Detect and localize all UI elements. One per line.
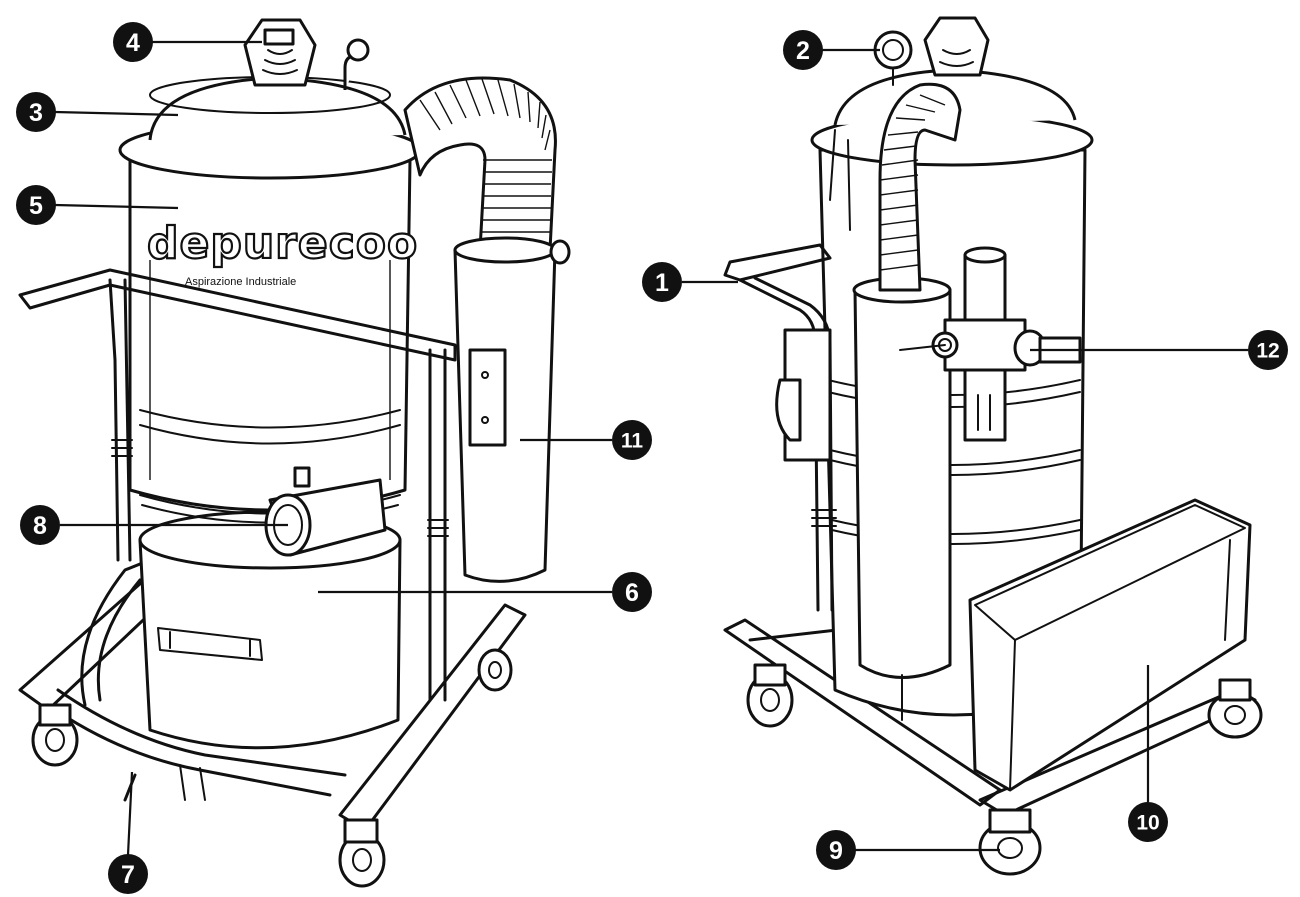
leader-5 <box>54 203 179 210</box>
callouts: 4 3 5 8 7 6 11 2 1 12 9 10 <box>16 22 1288 894</box>
callout-11: 11 <box>612 420 652 460</box>
rear-lid-handle <box>923 16 990 77</box>
callout-2: 2 <box>783 30 823 70</box>
svg-text:8: 8 <box>33 512 47 540</box>
leader-3 <box>54 110 179 117</box>
callout-10: 10 <box>1128 802 1168 842</box>
front-push-handle <box>18 268 457 702</box>
callout-3: 3 <box>16 92 56 132</box>
front-trolley-base <box>18 558 527 888</box>
callout-6: 6 <box>612 572 652 612</box>
front-lid-handle <box>243 18 317 87</box>
front-caster-right <box>338 818 386 888</box>
front-chassis-bar <box>123 773 137 802</box>
svg-text:6: 6 <box>625 579 639 607</box>
front-flexible-hose <box>403 76 557 252</box>
front-dust-container <box>138 510 402 750</box>
rear-flexible-hose <box>878 82 962 292</box>
rear-filter-cylinder <box>852 276 952 721</box>
front-filter-cylinder <box>453 236 571 583</box>
rear-caster-front <box>978 808 1042 876</box>
leader-7 <box>126 771 134 856</box>
rear-view <box>723 16 1263 876</box>
brand-subtitle: Aspirazione Industriale <box>185 276 296 288</box>
rear-trolley-base <box>723 608 1263 876</box>
rear-caster-left <box>746 663 794 728</box>
callout-9: 9 <box>816 830 856 870</box>
svg-text:10: 10 <box>1136 812 1159 835</box>
front-view: depurecoo Aspirazione Industriale <box>18 18 571 888</box>
svg-text:4: 4 <box>126 29 140 57</box>
front-caster-back <box>477 648 513 692</box>
rear-caster-right <box>1207 678 1263 739</box>
svg-text:7: 7 <box>121 861 135 889</box>
callout-4: 4 <box>113 22 153 62</box>
svg-text:1: 1 <box>655 269 669 297</box>
svg-text:9: 9 <box>829 837 843 865</box>
svg-text:12: 12 <box>1256 340 1279 363</box>
svg-text:5: 5 <box>29 192 43 220</box>
leader-lines <box>54 40 1248 856</box>
rear-air-regulator <box>899 246 1082 442</box>
front-drum: depurecoo Aspirazione Industriale <box>128 158 418 524</box>
front-lid <box>118 38 422 180</box>
svg-text:3: 3 <box>29 99 43 127</box>
brand-logo: depurecoo <box>147 218 418 269</box>
callout-12: 12 <box>1248 330 1288 370</box>
rear-push-handle <box>723 243 837 612</box>
front-caster-left <box>31 703 79 767</box>
svg-text:2: 2 <box>796 37 810 65</box>
callout-5: 5 <box>16 185 56 225</box>
rear-tool-container <box>968 498 1252 792</box>
svg-text:11: 11 <box>621 430 644 453</box>
callout-1: 1 <box>642 262 682 302</box>
callout-7: 7 <box>108 854 148 894</box>
callout-8: 8 <box>20 505 60 545</box>
